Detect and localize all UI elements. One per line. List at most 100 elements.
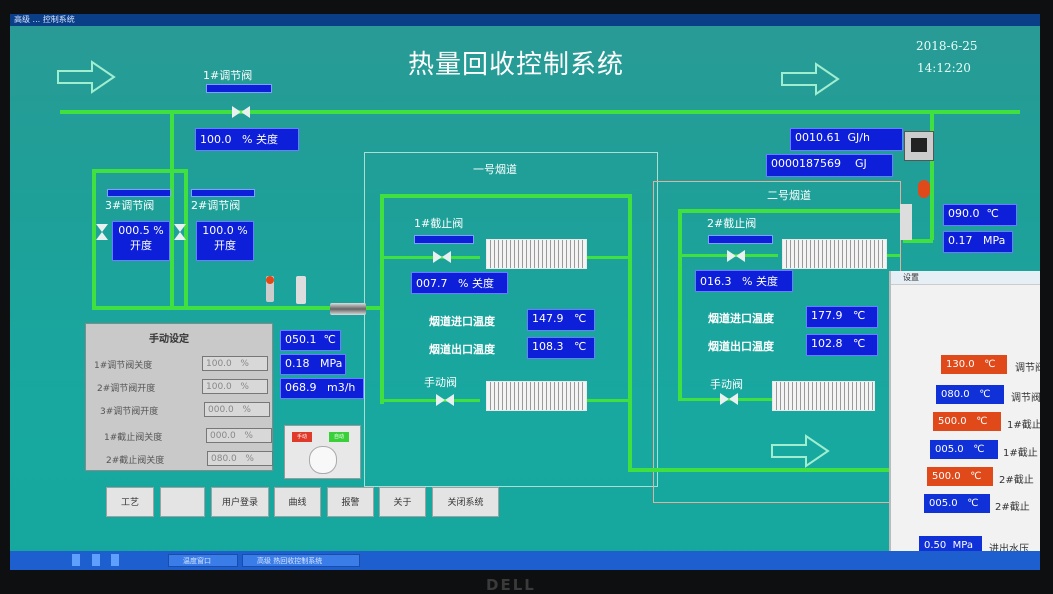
manual-row-unit: % [240, 359, 249, 369]
inlet-temp-unit: ℃ [323, 333, 336, 346]
setting-value-box[interactable]: 500.0 ℃ [933, 412, 1001, 431]
taskbar: 温度窗口 高级 热回收控制系统 [10, 551, 1040, 570]
settings-window: 设置 各 130.0 ℃ 调节阀 080.0 ℃ 调节阀 500.0 ℃ 1#截… [889, 271, 1040, 570]
flue1-valve-unit: % [458, 277, 469, 290]
manual-valve2-input[interactable]: 100.0 % [202, 379, 268, 394]
heat-rate-readout: 0010.61 GJ/h [790, 128, 903, 151]
mode-knob-icon[interactable] [309, 446, 337, 474]
setting-value-box[interactable]: 130.0 ℃ [941, 355, 1007, 374]
setting-value: 005.0 [935, 444, 964, 455]
process-button[interactable]: 工艺 [106, 487, 154, 517]
flue1-title: 一号烟道 [473, 163, 517, 176]
setting-value: 500.0 [938, 416, 967, 427]
pipe [380, 256, 480, 259]
setting-value-box[interactable]: 080.0 ℃ [936, 385, 1004, 404]
setting-unit: ℃ [976, 416, 988, 427]
heat-exchanger-icon [486, 381, 587, 411]
quick-launch-icon[interactable] [72, 554, 80, 566]
valve3-level-bar [107, 189, 171, 197]
flow-arrow-icon [771, 434, 830, 468]
pressure-setting-box[interactable]: 0.50 MPa [919, 536, 982, 555]
manual-row-value: 100.0 [206, 359, 232, 369]
trend-button[interactable]: 曲线 [274, 487, 321, 517]
valve3-name: 3#调节阀 [105, 199, 155, 212]
heat-total-readout: 0000187569 GJ [766, 154, 893, 177]
outlet-temperature-sensor-icon [918, 180, 930, 198]
flue1-inlet-value: 147.9 [532, 312, 564, 325]
flue2-valve-value: 016.3 [700, 275, 732, 288]
blank-button[interactable] [160, 487, 205, 517]
auto-mode-button[interactable]: 自动 [329, 432, 349, 442]
inlet-flow-unit: m3/h [327, 381, 356, 394]
pressure-setting-unit: MPa [952, 540, 973, 551]
flue2-title: 二号烟道 [767, 189, 811, 202]
flue2-inlet-readout: 177.9 ℃ [806, 306, 878, 328]
pipe [585, 256, 632, 259]
outlet-pressure-readout: 0.17 MPa [943, 231, 1013, 253]
page-title: 热量回收控制系统 [408, 50, 625, 80]
settings-title-bar: 设置 [891, 271, 1040, 285]
pipe [92, 306, 382, 310]
setting-unit: ℃ [979, 389, 991, 400]
flue1-outlet-label: 烟道出口温度 [429, 343, 495, 356]
alarm-button[interactable]: 报警 [327, 487, 374, 517]
about-button[interactable]: 关于 [379, 487, 426, 517]
flue2-outlet-readout: 102.8 ℃ [806, 334, 878, 356]
manual-valve-1-icon[interactable] [436, 394, 454, 406]
manual-shutoff2-input[interactable]: 080.0 % [207, 451, 273, 466]
valve3-label: 开度 [130, 239, 152, 252]
user-login-button[interactable]: 用户登录 [211, 487, 269, 517]
setting-value-box[interactable]: 500.0 ℃ [927, 467, 993, 486]
setting-label: 调节阀 [1011, 393, 1040, 404]
shutoff-valve-1-icon[interactable] [433, 251, 451, 263]
control-valve-2-icon[interactable] [174, 224, 186, 240]
pressure-sensor-icon [296, 276, 306, 304]
flue1-inlet-readout: 147.9 ℃ [527, 309, 595, 331]
heat-total-value: 0000187569 [771, 157, 841, 170]
manual-setting-panel: 手动设定 1#调节阀关度 100.0 % 2#调节阀开度 100.0 % 3#调… [85, 323, 273, 471]
flue2-manual-valve-label: 手动阀 [710, 378, 743, 391]
close-system-button[interactable]: 关闭系统 [432, 487, 499, 517]
main-pipe-top [60, 110, 1020, 114]
pipe [628, 194, 632, 471]
outlet-temp-unit: ℃ [986, 207, 999, 220]
control-valve-3-icon[interactable] [96, 224, 108, 240]
quick-launch-icon[interactable] [111, 554, 119, 566]
manual-shutoff1-input[interactable]: 000.0 % [206, 428, 272, 443]
temperature-sensor-icon [266, 276, 274, 302]
time-display: 14:12:20 [917, 61, 971, 75]
manual-row-label: 2#调节阀开度 [97, 384, 156, 394]
manual-valve-2-icon[interactable] [720, 393, 738, 405]
inlet-flow-value: 068.9 [285, 381, 317, 394]
setting-value-box[interactable]: 005.0 ℃ [930, 440, 998, 459]
control-valve-1-icon[interactable] [232, 106, 250, 118]
flue2-inlet-unit: ℃ [853, 309, 866, 322]
manual-mode-button[interactable]: 手动 [292, 432, 312, 442]
setting-unit: ℃ [970, 471, 982, 482]
pipe [92, 169, 187, 173]
manual-row-label: 2#截止阀关度 [106, 456, 165, 466]
manual-row-value: 000.0 [210, 431, 236, 441]
outlet-pressure-sensor-icon [900, 204, 912, 240]
flue1-outlet-readout: 108.3 ℃ [527, 337, 595, 359]
manual-valve3-input[interactable]: 000.0 % [204, 402, 270, 417]
manual-row-label: 1#截止阀关度 [104, 433, 163, 443]
taskbar-item[interactable]: 高级 热回收控制系统 [242, 554, 360, 567]
flue1-valve-readout: 007.7 % 关度 [411, 272, 508, 294]
setting-value-box[interactable]: 005.0 ℃ [924, 494, 990, 513]
taskbar-item[interactable]: 温度窗口 [168, 554, 238, 567]
shutoff-valve-2-icon[interactable] [727, 250, 745, 262]
outlet-temp-readout: 090.0 ℃ [943, 204, 1017, 226]
manual-row-unit: % [244, 431, 253, 441]
heat-exchanger-icon [486, 239, 587, 269]
valve3-readout: 000.5 %开度 [112, 221, 170, 261]
pipe [930, 110, 934, 240]
flue2-valve-bar [708, 235, 773, 244]
quick-launch-icon[interactable] [92, 554, 100, 566]
manual-valve1-input[interactable]: 100.0 % [202, 356, 268, 371]
setting-value: 130.0 [946, 359, 975, 370]
setting-label: 1#截止 [1007, 420, 1040, 431]
pipe [170, 110, 174, 310]
inlet-pressure-readout: 0.18 MPa [280, 354, 346, 375]
valve2-level-bar [191, 189, 255, 197]
